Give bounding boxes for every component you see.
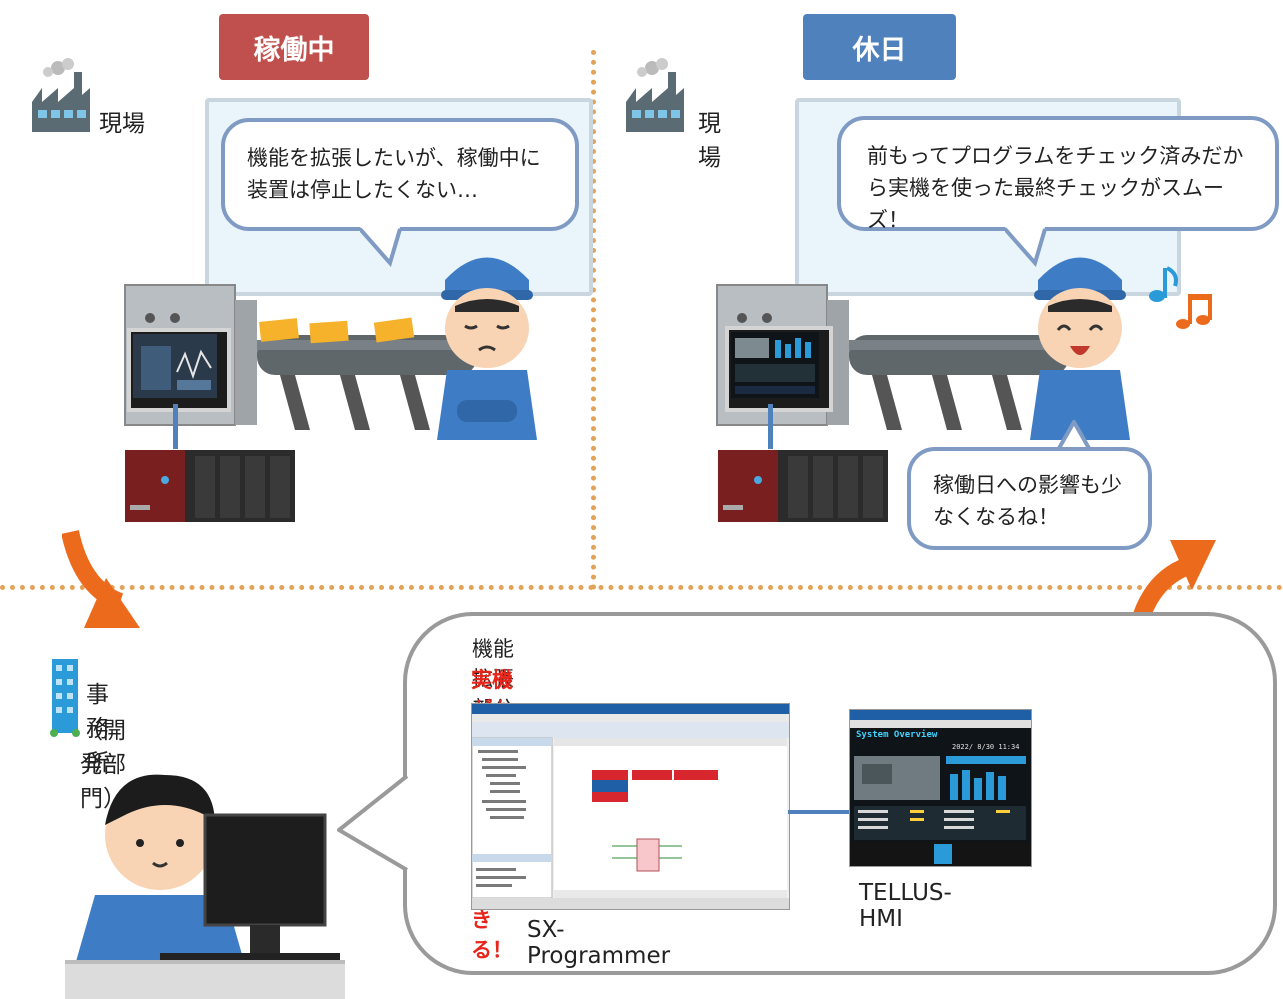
hmi-title: System Overview (856, 730, 938, 740)
office-label: 事務所 (86, 682, 109, 776)
hmi-plc-link-right (768, 404, 773, 449)
sx-programmer-screenshot (471, 703, 790, 910)
reply-text: 稼働日への影響も少なくなるね！ (933, 473, 1122, 529)
software-link (788, 810, 850, 814)
vertical-divider (591, 50, 596, 590)
speech-text-left: 機能を拡張したいが、稼働中に装置は停止したくない… (247, 146, 541, 202)
plc-rack-right (718, 450, 888, 522)
arrow-down-icon (62, 529, 140, 628)
hmi-panel-left (127, 328, 231, 412)
sx-programmer-label: SX-Programmer (527, 917, 671, 969)
status-tag-holiday: 休日 (803, 14, 956, 80)
callout-tail (337, 774, 409, 872)
location-label-left: 現場 (99, 111, 145, 137)
hmi-panel-right (725, 326, 833, 412)
horizontal-divider (0, 585, 1283, 590)
speech-bubble-right: 前もってプログラムをチェック済みだから実機を使った最終チェックがスムーズ！ (837, 116, 1279, 232)
speech-bubble-left: 機能を拡張したいが、稼働中に装置は停止したくない… (221, 118, 579, 231)
location-label-right: 現場 (698, 111, 721, 171)
music-note-icon (1149, 266, 1212, 329)
office-worker (65, 774, 345, 999)
speech-tail-left (360, 227, 402, 267)
status-tag-working: 稼働中 (219, 14, 369, 80)
speech-text-right: 前もってプログラムをチェック済みだから実機を使った最終チェックがスムーズ！ (867, 144, 1244, 232)
worker-happy (1030, 257, 1130, 440)
reply-tail (1056, 420, 1092, 450)
worker-thinking (437, 257, 537, 440)
plc-rack-left (125, 450, 295, 522)
factory-icon (626, 58, 684, 132)
tellus-hmi-label: TELLUS-HMI (859, 880, 952, 932)
factory-icon (32, 58, 90, 132)
reply-bubble: 稼働日への影響も少なくなるね！ (907, 447, 1152, 550)
hmi-plc-link-left (173, 404, 178, 449)
speech-tail-right (1005, 227, 1047, 267)
hmi-date: 2022/ 8/30 11:34 (952, 743, 1020, 751)
tellus-hmi-screenshot: System Overview 2022/ 8/30 11:34 (849, 709, 1032, 867)
office-building-icon (50, 659, 80, 737)
